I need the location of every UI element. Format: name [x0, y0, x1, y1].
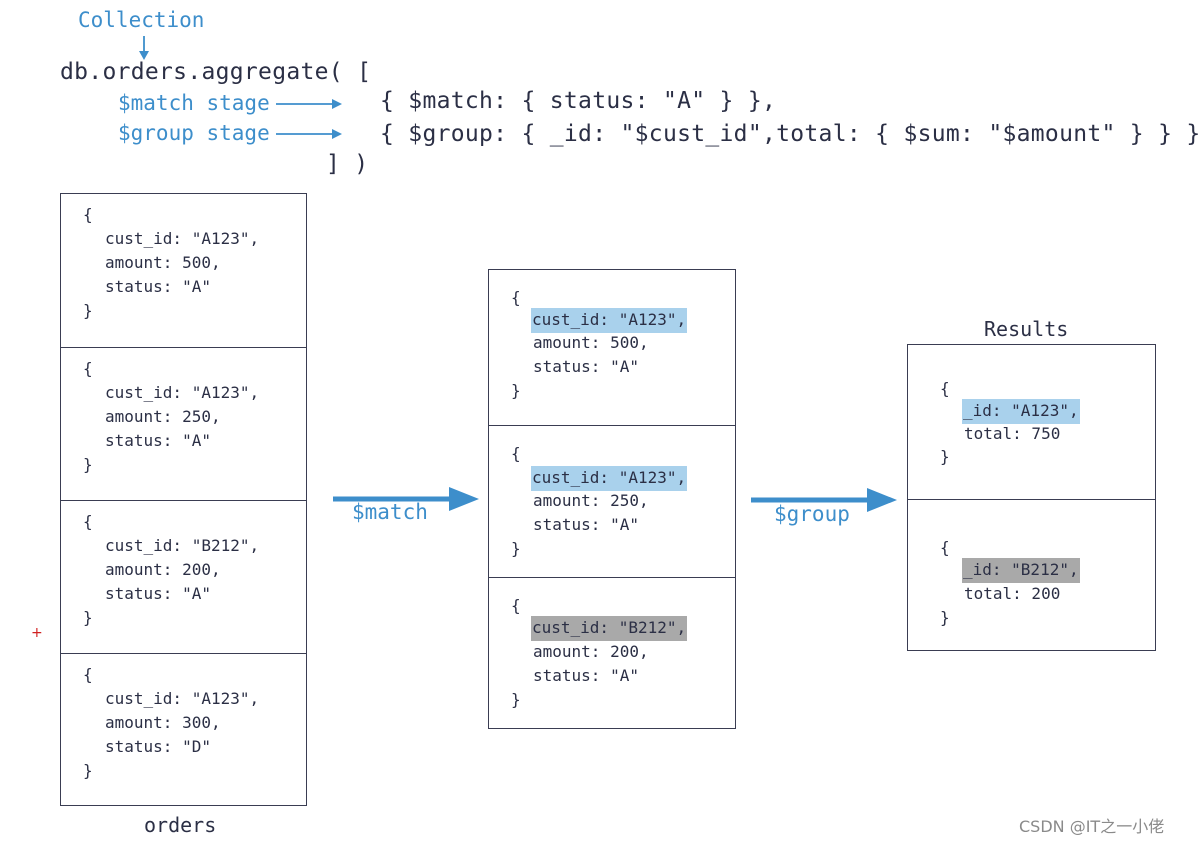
code-line-group: { $group: { _id: "$cust_id",total: { $su…	[380, 121, 1201, 147]
cursor-cross-icon: +	[31, 625, 43, 641]
doc-open-brace: {	[83, 665, 93, 684]
doc-field-status: status: "A"	[105, 584, 211, 603]
doc-close-brace: }	[940, 608, 950, 627]
group-stage-label: $group stage	[118, 121, 270, 145]
watermark-text: CSDN @IT之一小佬	[1019, 817, 1165, 836]
collection-arrow-icon	[139, 36, 149, 60]
doc-close-brace: }	[83, 301, 93, 320]
code-line-match: { $match: { status: "A" } },	[380, 88, 777, 114]
doc-field-cust-id: cust_id: "A123",	[105, 229, 260, 248]
doc-field-amount: amount: 250,	[533, 491, 649, 510]
doc-field-cust-id-highlight: cust_id: "A123",	[531, 466, 688, 491]
group-arrow-icon	[751, 488, 897, 512]
doc-field-total: total: 750	[964, 424, 1061, 443]
doc-field-status: status: "A"	[105, 277, 211, 296]
matched-document: { cust_id: "A123", amount: 250, status: …	[489, 425, 735, 577]
orders-document: { cust_id: "B212", amount: 200, status: …	[61, 500, 306, 653]
doc-field-id-highlight: _id: "B212",	[962, 558, 1080, 583]
doc-close-brace: }	[511, 690, 521, 709]
orders-document: { cust_id: "A123", amount: 300, status: …	[61, 653, 306, 805]
doc-open-brace: {	[83, 359, 93, 378]
group-stage-arrow-icon	[276, 129, 342, 139]
matched-document: { cust_id: "A123", amount: 500, status: …	[489, 270, 735, 425]
group-arrow-label: $group	[774, 502, 850, 526]
doc-open-brace: {	[511, 596, 521, 615]
doc-close-brace: }	[511, 539, 521, 558]
doc-open-brace: {	[940, 538, 950, 557]
doc-field-status: status: "A"	[533, 515, 639, 534]
code-line-aggregate: db.orders.aggregate( [	[60, 59, 372, 85]
doc-close-brace: }	[83, 608, 93, 627]
results-caption: Results	[984, 317, 1069, 341]
doc-open-brace: {	[940, 379, 950, 398]
doc-field-cust-id: cust_id: "B212",	[105, 536, 260, 555]
doc-field-amount: amount: 500,	[533, 333, 649, 352]
doc-close-brace: }	[83, 761, 93, 780]
orders-collection-box: { cust_id: "A123", amount: 500, status: …	[60, 193, 307, 806]
orders-document: { cust_id: "A123", amount: 250, status: …	[61, 347, 306, 500]
doc-field-status: status: "A"	[533, 666, 639, 685]
doc-field-amount: amount: 200,	[105, 560, 221, 579]
doc-open-brace: {	[511, 444, 521, 463]
code-line-end: ] )	[326, 151, 369, 177]
doc-open-brace: {	[83, 512, 93, 531]
doc-open-brace: {	[511, 288, 521, 307]
matched-collection-box: { cust_id: "A123", amount: 500, status: …	[488, 269, 736, 729]
doc-field-total: total: 200	[964, 584, 1061, 603]
results-document: { _id: "B212", total: 200 }	[908, 499, 1155, 650]
results-collection-box: { _id: "A123", total: 750 } { _id: "B212…	[907, 344, 1156, 651]
doc-close-brace: }	[940, 447, 950, 466]
doc-field-cust-id: cust_id: "A123",	[105, 689, 260, 708]
doc-field-status: status: "A"	[533, 357, 639, 376]
doc-field-status: status: "D"	[105, 737, 211, 756]
match-arrow-icon	[333, 487, 479, 511]
doc-open-brace: {	[83, 205, 93, 224]
orders-document: { cust_id: "A123", amount: 500, status: …	[61, 194, 306, 347]
doc-field-amount: amount: 200,	[533, 642, 649, 661]
doc-close-brace: }	[83, 455, 93, 474]
doc-field-amount: amount: 300,	[105, 713, 221, 732]
doc-close-brace: }	[511, 381, 521, 400]
collection-label: Collection	[78, 8, 205, 32]
doc-field-amount: amount: 250,	[105, 407, 221, 426]
results-document: { _id: "A123", total: 750 }	[908, 345, 1155, 499]
doc-field-cust-id-highlight: cust_id: "B212",	[531, 616, 688, 641]
doc-field-status: status: "A"	[105, 431, 211, 450]
doc-field-amount: amount: 500,	[105, 253, 221, 272]
match-stage-label: $match stage	[118, 91, 270, 115]
matched-document: { cust_id: "B212", amount: 200, status: …	[489, 577, 735, 728]
doc-field-cust-id: cust_id: "A123",	[105, 383, 260, 402]
orders-caption: orders	[144, 813, 217, 837]
doc-field-cust-id-highlight: cust_id: "A123",	[531, 308, 688, 333]
doc-field-id-highlight: _id: "A123",	[962, 399, 1080, 424]
match-stage-arrow-icon	[276, 99, 342, 109]
match-arrow-label: $match	[352, 500, 428, 524]
